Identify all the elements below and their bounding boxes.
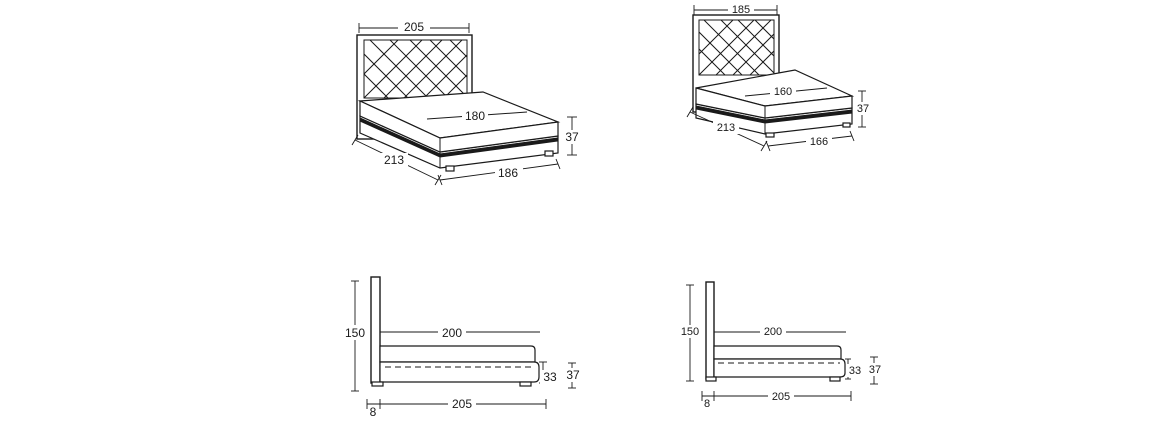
base-side (379, 361, 540, 383)
small-bed-side-view: 150 200 33 37 (677, 281, 884, 410)
dim-headboard-height-large: 150 (340, 280, 370, 392)
dim-label-offset: 8 (704, 398, 710, 410)
foot (371, 381, 384, 387)
dim-label: 213 (717, 122, 735, 134)
dim-label: 37 (869, 364, 881, 376)
dim-label: 37 (566, 368, 580, 382)
small-bed-perspective: 185 160 37 (686, 3, 872, 152)
foot (519, 381, 532, 387)
dim-base-width-small: 166 (765, 130, 855, 152)
foot (705, 376, 717, 382)
dim-label: 37 (857, 103, 869, 115)
dim-label: 186 (498, 166, 518, 180)
dim-length-small: 213 (686, 106, 768, 152)
dim-headboard-width-large: 205 (358, 20, 470, 34)
dim-label: 33 (543, 370, 557, 384)
dim-height-large: 37 (563, 116, 583, 156)
foot (829, 376, 841, 382)
foot (445, 165, 455, 172)
dim-bed-height-large: 37 (563, 362, 583, 389)
dim-headboard-height-small: 150 (677, 284, 703, 382)
dim-label-mattress-width-large: 180 (465, 109, 485, 123)
dim-label: 150 (681, 326, 699, 338)
dim-label-mattress-width-small: 160 (774, 86, 792, 98)
dim-label: 166 (810, 136, 828, 148)
dim-label: 37 (565, 130, 579, 144)
dim-label: 150 (345, 326, 365, 340)
headboard-panel (698, 19, 775, 76)
dim-label: 185 (732, 4, 750, 16)
dim-total-length-small: 205 8 (701, 390, 852, 410)
large-bed-perspective: 205 180 37 (351, 20, 583, 186)
foot (765, 132, 775, 138)
mattress-side (379, 345, 536, 363)
large-bed-side-view: 150 200 33 37 (340, 276, 583, 419)
dim-label: 205 (772, 391, 790, 403)
dim-mattress-length-large: 200 (380, 325, 540, 340)
dim-bed-height-small: 37 (866, 356, 884, 385)
dim-total-length-large: 205 8 (366, 397, 547, 419)
dim-base-width-large: 186 (437, 158, 561, 186)
foot (842, 122, 851, 128)
dim-mattress-height-small: 33 (845, 358, 864, 380)
quilted-pattern (699, 20, 774, 75)
headboard-side (370, 276, 381, 384)
dim-mattress-length-small: 200 (714, 325, 846, 338)
base-side (713, 358, 846, 378)
dim-label: 200 (442, 326, 462, 340)
foot (544, 150, 554, 157)
quilted-pattern (364, 40, 467, 98)
dim-label: 33 (849, 365, 861, 377)
mattress-side (713, 345, 842, 360)
dim-height-small: 37 (854, 90, 872, 128)
dim-label: 200 (764, 326, 782, 338)
dim-length-large: 213 (351, 134, 442, 186)
dim-label-offset: 8 (370, 405, 377, 419)
dim-label: 213 (384, 153, 404, 167)
dim-mattress-height-large: 33 (539, 361, 561, 384)
dim-headboard-width-small: 185 (693, 3, 778, 16)
headboard-side (705, 281, 715, 380)
dim-label: 205 (452, 397, 472, 411)
dim-label: 205 (404, 20, 424, 34)
